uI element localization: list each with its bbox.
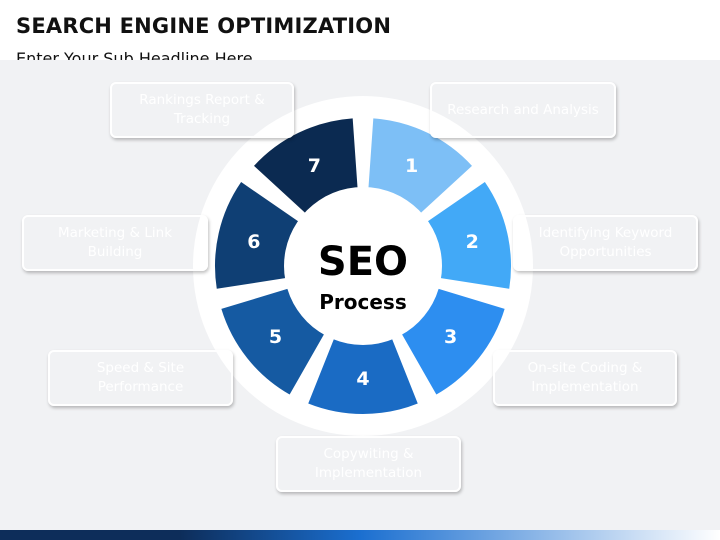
- page-title: SEARCH ENGINE OPTIMIZATION: [16, 14, 392, 38]
- wheel-segment-4: [308, 331, 418, 415]
- step-7-box: Rankings Report & Tracking: [110, 82, 294, 138]
- step-7-label: Rankings Report & Tracking: [139, 92, 265, 127]
- step-4-label: Copywiting & Implementation: [314, 446, 423, 481]
- step-6-label: Marketing & Link Building: [57, 225, 173, 260]
- segment-number-3: 3: [444, 326, 457, 348]
- segment-number-1: 1: [405, 155, 418, 177]
- segment-number-7: 7: [308, 155, 321, 177]
- step-3-label: On-site Coding & Implementation: [527, 360, 643, 395]
- center-subtitle: Process: [319, 290, 407, 314]
- step-2-label: Identifying Keyword Opportunities: [538, 225, 673, 260]
- step-1-label: Research and Analysis: [447, 101, 599, 118]
- step-5-label: Speed & Site Performance: [96, 360, 185, 395]
- step-4-box: Copywiting & Implementation: [276, 436, 461, 492]
- step-6-box: Marketing & Link Building: [22, 215, 208, 271]
- segment-number-2: 2: [466, 231, 479, 253]
- segment-number-4: 4: [356, 368, 369, 390]
- wheel-segment-6: [214, 182, 306, 289]
- step-3-box: On-site Coding & Implementation: [493, 350, 677, 406]
- wheel-center: [284, 187, 442, 345]
- segment-number-5: 5: [269, 326, 282, 348]
- footer-bar: [0, 530, 720, 540]
- step-1-box: Research and Analysis: [430, 82, 616, 138]
- wheel-segment-2: [420, 182, 511, 289]
- step-2-box: Identifying Keyword Opportunities: [513, 215, 698, 271]
- segment-number-6: 6: [247, 231, 260, 253]
- center-title: SEO: [318, 239, 408, 285]
- step-5-box: Speed & Site Performance: [48, 350, 233, 406]
